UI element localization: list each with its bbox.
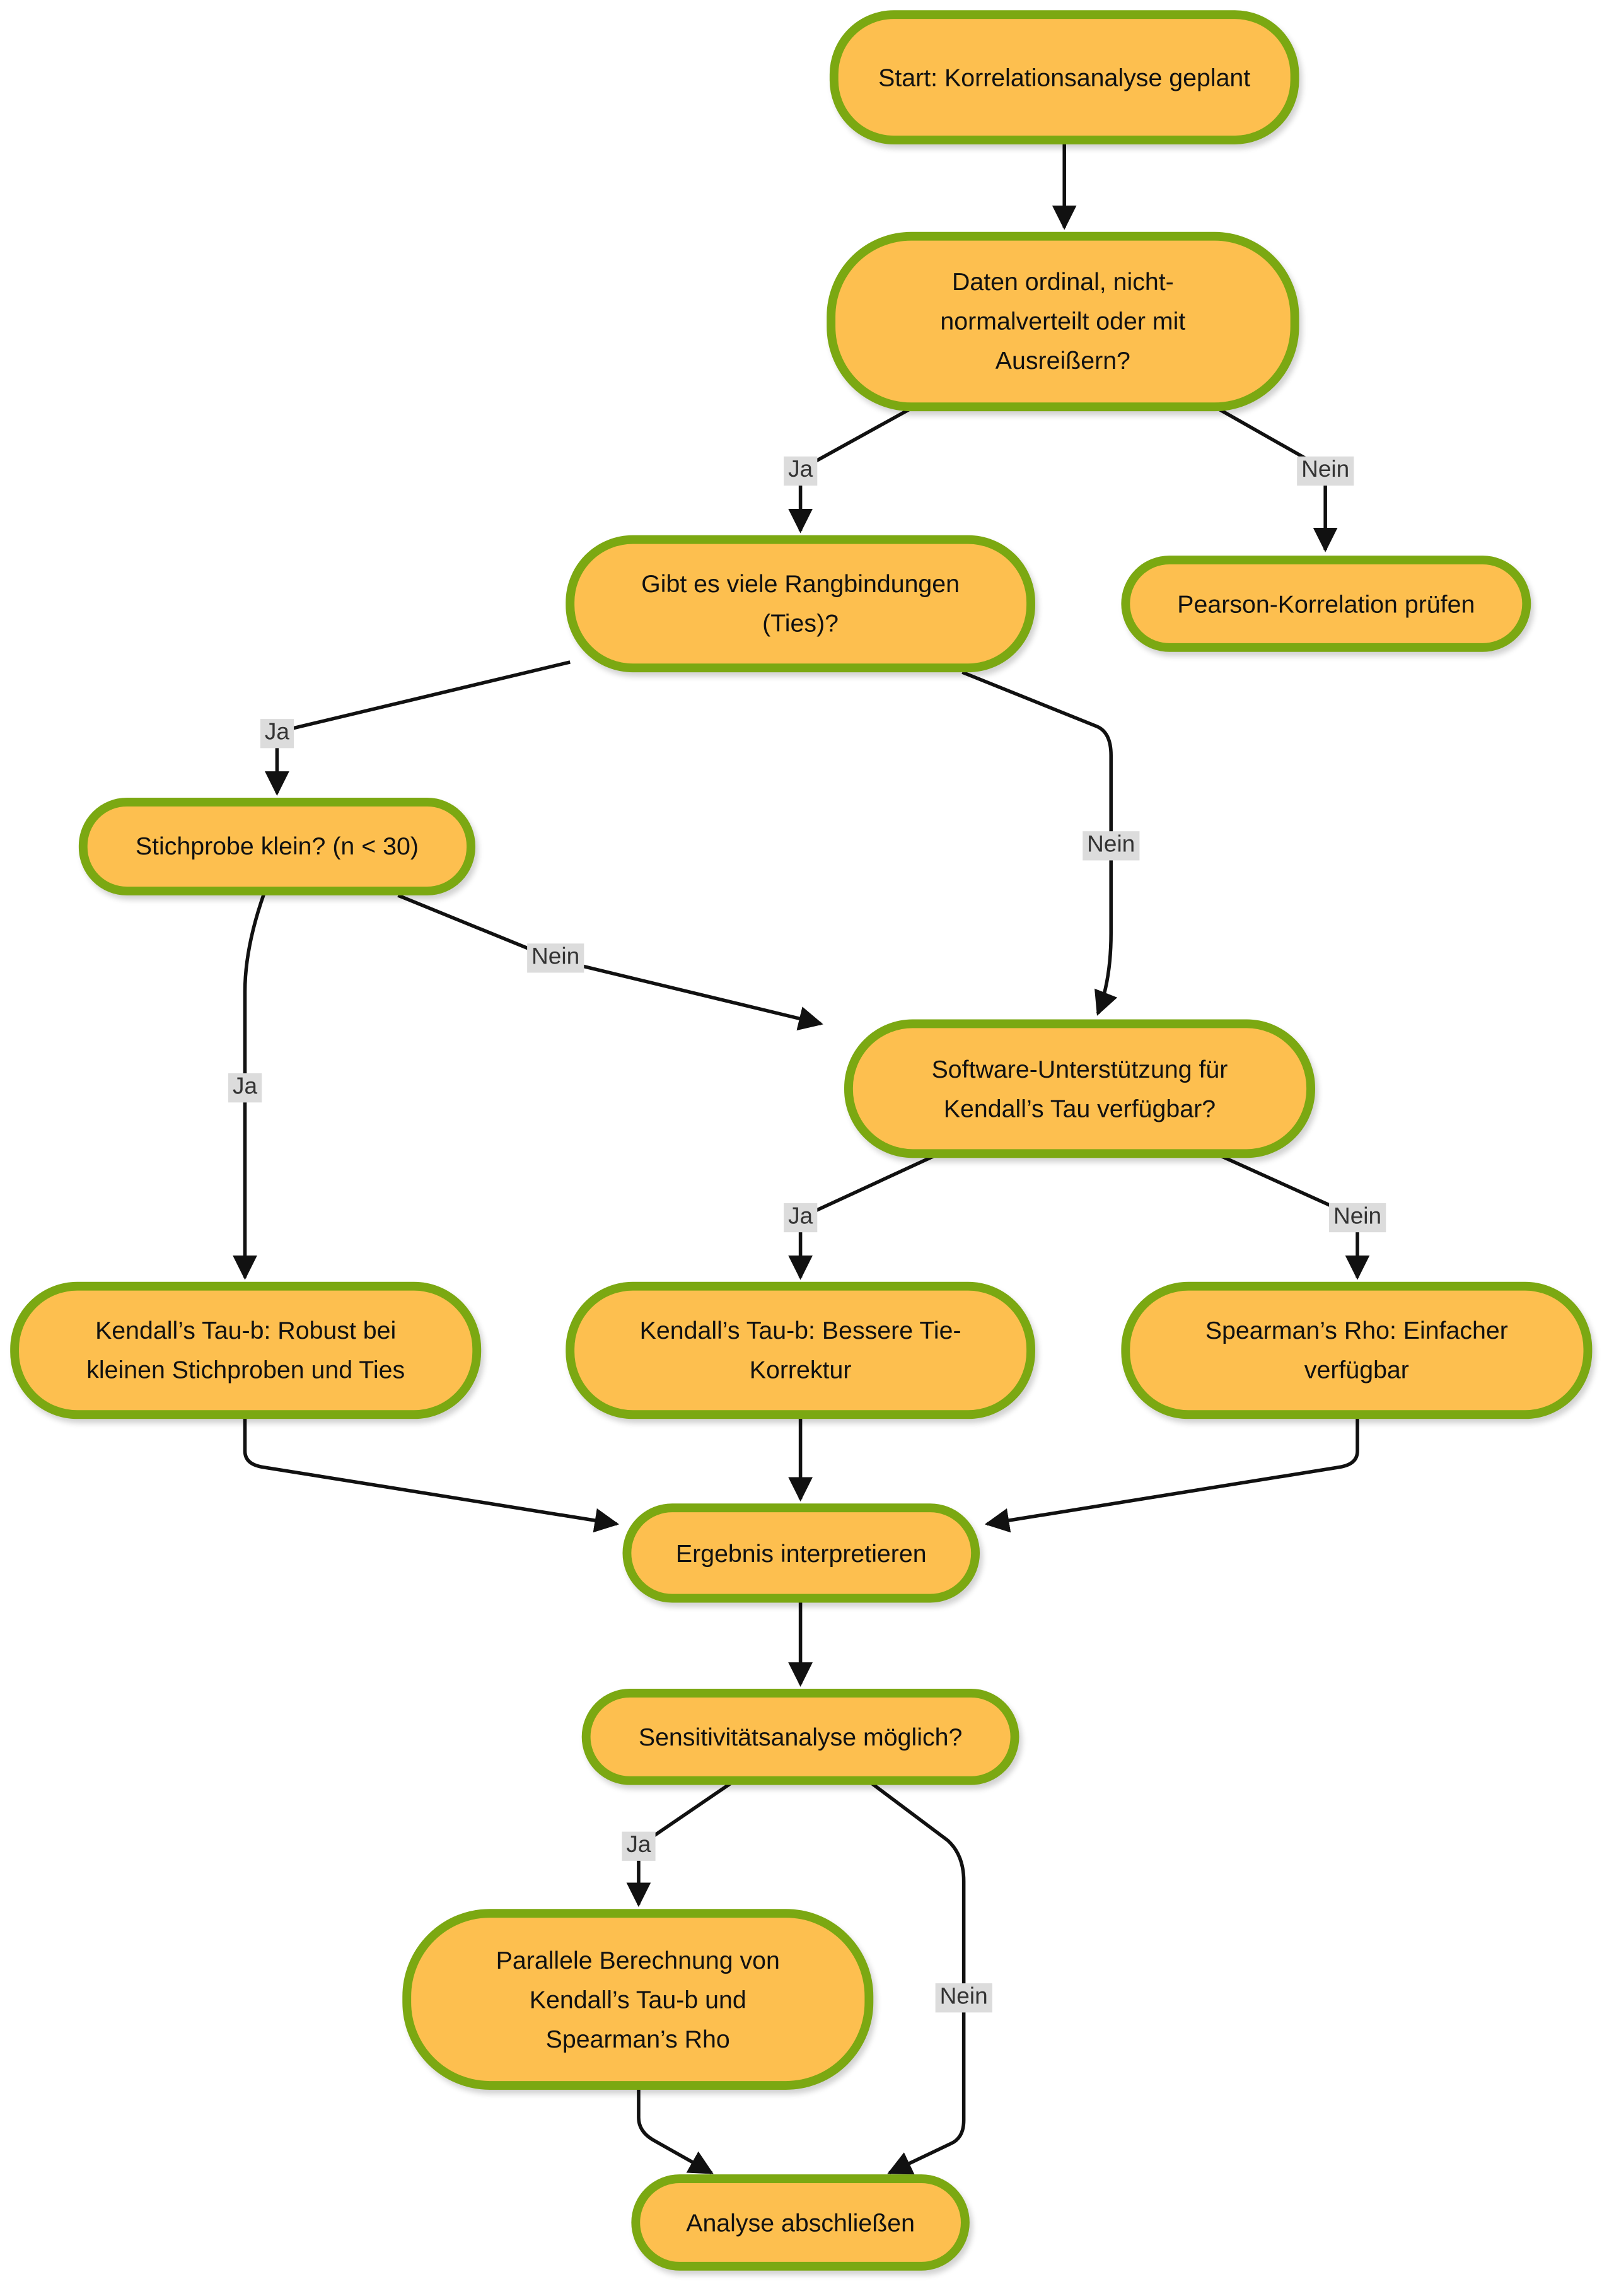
edge-parallel-to-finish [637, 2089, 714, 2175]
node-sample-question: Stichprobe klein? (n < 30) [78, 797, 475, 895]
node-parallel: Parallele Berechnung von Kendall’s Tau-b… [402, 1909, 874, 2090]
edge-ties-to-sample [264, 660, 571, 796]
edge-sensitivity-to-finish [871, 1782, 966, 2175]
node-software-question: Software-Unterstützung für Kendall’s Tau… [844, 1019, 1315, 1158]
node-kendall-small: Kendall’s Tau-b: Robust bei kleinen Stic… [10, 1281, 482, 1419]
edge-sample-to-software [397, 894, 823, 1031]
edge-label-sample-no: Nein [527, 943, 584, 973]
node-ties-question: Gibt es viele Rangbindungen (Ties)? [566, 535, 1035, 673]
node-data-question: Daten ordinal, nicht-normalverteilt oder… [827, 231, 1299, 412]
edge-label-sample-yes: Ja [228, 1073, 262, 1103]
edge-label-sensitivity-no: Nein [935, 1983, 992, 2013]
node-start: Start: Korrelationsanalyse geplant [829, 10, 1299, 144]
node-interpret: Ergebnis interpretieren [622, 1503, 980, 1603]
edge-software-to-kendall-tie [788, 1155, 934, 1280]
edge-label-data-yes: Ja [784, 456, 818, 486]
node-pearson: Pearson-Korrelation prüfen [1121, 556, 1531, 652]
edge-label-software-yes: Ja [784, 1203, 818, 1233]
edge-label-ties-yes: Ja [260, 719, 294, 749]
edge-kendall-small-to-interpret [243, 1417, 620, 1533]
edge-label-software-no: Nein [1329, 1203, 1386, 1233]
node-kendall-tie: Kendall’s Tau-b: Bessere Tie-Korrektur [566, 1281, 1035, 1419]
node-sensitivity-question: Sensitivitätsanalyse möglich? [581, 1688, 1019, 1785]
edge-sample-to-kendall-small [233, 893, 266, 1280]
edge-ties-to-software [961, 670, 1118, 1016]
edge-label-data-no: Nein [1297, 456, 1354, 486]
edge-label-ties-no: Nein [1083, 831, 1140, 861]
node-spearman: Spearman’s Rho: Einfacher verfügbar [1121, 1281, 1593, 1419]
edge-label-sensitivity-yes: Ja [622, 1831, 656, 1861]
edge-spearman-to-interpret [984, 1417, 1359, 1533]
node-finish: Analyse abschließen [631, 2174, 970, 2271]
